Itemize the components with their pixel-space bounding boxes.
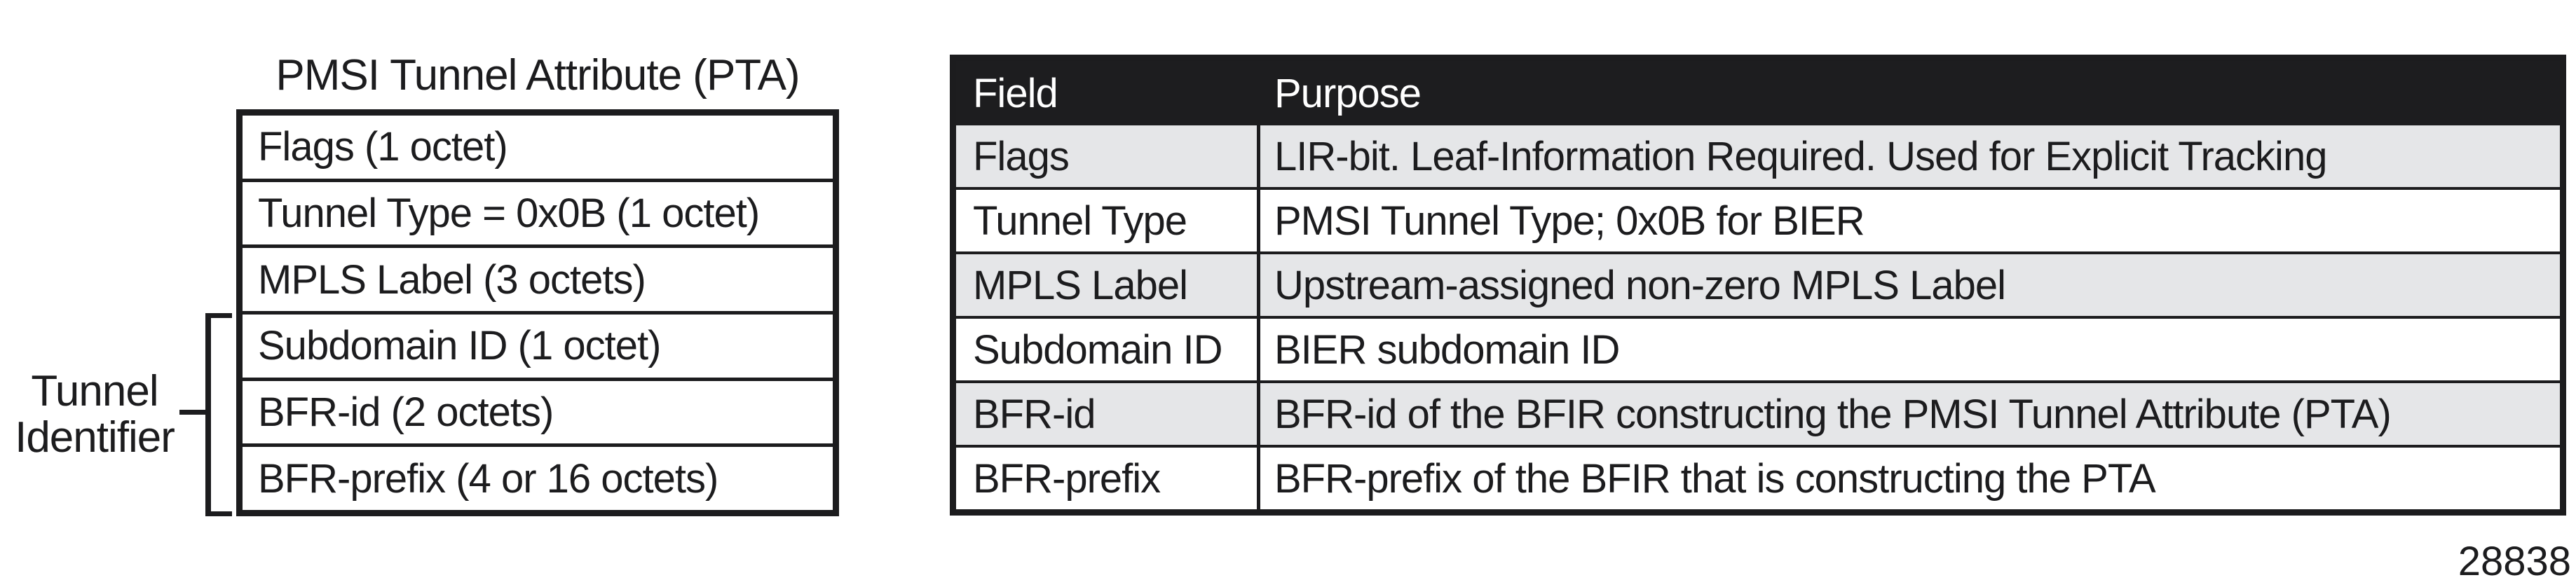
table-header-purpose: Purpose [1274,70,1422,116]
table-header-row: Field Purpose [956,61,2560,125]
table-row: Tunnel Type PMSI Tunnel Type; 0x0B for B… [956,187,2560,251]
table-cell-field: Subdomain ID [956,319,1260,380]
table-cell-purpose: PMSI Tunnel Type; 0x0B for BIER [1274,198,1865,244]
table-row: Flags LIR-bit. Leaf-Information Required… [956,125,2560,187]
table-cell-purpose: BFR-prefix of the BFIR that is construct… [1274,455,2156,502]
pta-row-mpls-label: MPLS Label (3 octets) [243,244,833,311]
table-cell-purpose: BIER subdomain ID [1274,326,1620,373]
pta-row-flags: Flags (1 octet) [243,116,833,179]
pta-row-bfr-prefix: BFR-prefix (4 or 16 octets) [243,443,833,510]
pta-row-tunnel-type: Tunnel Type = 0x0B (1 octet) [243,178,833,245]
table-cell-purpose: Upstream-assigned non-zero MPLS Label [1274,262,2006,308]
pta-row-label: Flags (1 octet) [258,124,508,170]
pta-row-label: Subdomain ID (1 octet) [258,323,661,369]
pta-row-label: BFR-prefix (4 or 16 octets) [258,455,718,502]
tunnel-identifier-bracket [205,313,232,516]
table-cell-field: Flags [956,125,1260,187]
pta-diagram-title: PMSI Tunnel Attribute (PTA) [275,51,800,99]
tunnel-identifier-label-line2: Identifier [15,413,175,462]
tunnel-identifier-bracket-dash [179,410,206,415]
table-cell-field: BFR-id [956,383,1260,445]
table-header-field: Field [973,70,1058,116]
table-row: BFR-prefix BFR-prefix of the BFIR that i… [956,445,2560,509]
pta-row-label: MPLS Label (3 octets) [258,256,646,303]
table-cell-purpose: BFR-id of the BFIR constructing the PMSI… [1274,391,2392,437]
pta-row-subdomain-id: Subdomain ID (1 octet) [243,311,833,378]
figure-number: 28838 [2458,539,2571,580]
table-cell-field: Tunnel Type [956,190,1260,251]
table-row: MPLS Label Upstream-assigned non-zero MP… [956,251,2560,316]
pta-row-label: BFR-id (2 octets) [258,389,554,436]
tunnel-identifier-label-line1: Tunnel [31,367,158,415]
pta-row-bfr-id: BFR-id (2 octets) [243,377,833,444]
table-cell-field: BFR-prefix [956,448,1260,509]
pta-row-label: Tunnel Type = 0x0B (1 octet) [258,191,760,236]
tunnel-identifier-label: Tunnel Identifier [3,368,186,461]
table-cell-field: MPLS Label [956,254,1260,316]
table-row: BFR-id BFR-id of the BFIR constructing t… [956,380,2560,445]
field-purpose-table: Field Purpose Flags LIR-bit. Leaf-Inform… [950,55,2566,516]
table-cell-purpose: LIR-bit. Leaf-Information Required. Used… [1274,133,2327,179]
pta-field-stack: Flags (1 octet) Tunnel Type = 0x0B (1 oc… [236,109,839,516]
table-row: Subdomain ID BIER subdomain ID [956,316,2560,380]
